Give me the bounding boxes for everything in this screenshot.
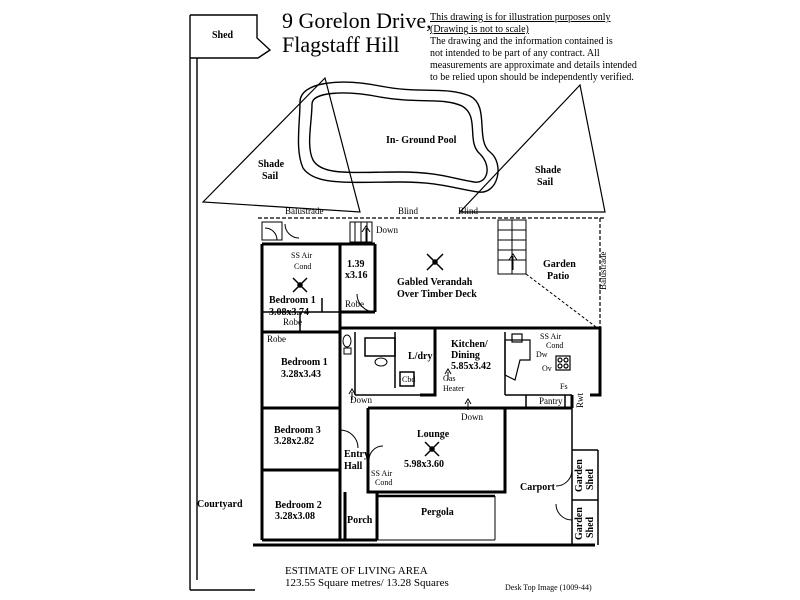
disclaimer-line-1: This drawing is for illustration purpose… (430, 12, 611, 23)
bedroom2-size: 3.28x3.08 (275, 511, 315, 522)
shade-sail-left-label-2: Sail (262, 171, 279, 182)
disclaimer-line-2: (Drawing is not to scale) (430, 24, 529, 35)
kitchen-name: Kitchen/ (451, 339, 488, 350)
balustrade-side-label: Balustrade (598, 251, 608, 291)
garden-stairs (497, 219, 527, 275)
title-line-2: Flagstaff Hill (282, 32, 400, 57)
shade-sail-right-label-2: Sail (537, 177, 554, 188)
kitchen-aircon-label-2: Cond (546, 341, 564, 350)
master-aircon-label-1: SS Air (291, 251, 313, 260)
fridge-space-label: Fs (560, 382, 568, 391)
oven-label: Ov (542, 364, 552, 373)
disclaimer-line-5: measurements are approximate and details… (430, 60, 637, 71)
title-line-1: 9 Gorelon Drive, (282, 8, 432, 33)
bedroom1-top-name: Bedroom 1 (269, 295, 316, 306)
lounge-aircon-label-2: Cond (375, 478, 393, 487)
living-area-value: 123.55 Square metres/ 13.28 Squares (285, 577, 449, 589)
gas-heater-label-1: Gas (443, 374, 456, 383)
bedroom3-name: Bedroom 3 (274, 425, 321, 436)
kitchen-size: 5.85x3.42 (451, 361, 491, 372)
shed-label: Shed (212, 30, 234, 41)
robe-1-label: Robe (345, 299, 364, 309)
rwt-label: Rwt (575, 392, 585, 408)
blind-label-2: Blind (458, 206, 479, 216)
lounge-name: Lounge (417, 429, 450, 440)
balustrade-top-label: Balustrade (285, 206, 324, 216)
garden-patio-label-2: Patio (547, 271, 570, 282)
kitchen-aircon-label-1: SS Air (540, 332, 562, 341)
shed-outline (189, 14, 272, 59)
ldry-label: L/dry (408, 351, 433, 362)
shade-sail-left (201, 76, 361, 213)
shade-sail-right-label-1: Shade (535, 165, 562, 176)
ceiling-fan-verandah (426, 253, 444, 271)
master-aircon-label-2: Cond (294, 262, 312, 271)
courtyard-label: Courtyard (197, 499, 243, 510)
gas-heater-label-2: Heater (443, 384, 465, 393)
garden-shed-2-label-2: Shed (585, 516, 596, 538)
house-walls (253, 242, 602, 547)
cbd-label: Cbd (402, 375, 416, 384)
bedroom1-lower-size: 3.28x3.43 (281, 369, 321, 380)
property-boundary (189, 58, 255, 591)
ceiling-fan-bedroom (292, 277, 308, 293)
garden-shed-1-label-1: Garden (574, 459, 585, 492)
down-top-label: Down (376, 225, 398, 235)
pantry-label: Pantry (539, 396, 563, 406)
dishwasher-label: Dw (536, 350, 548, 359)
carport-label: Carport (520, 482, 555, 493)
lounge-aircon-label-1: SS Air (371, 469, 393, 478)
bedroom3-size: 3.28x2.82 (274, 436, 314, 447)
shade-sail-right (458, 83, 606, 213)
disclaimer-line-3: The drawing and the information containe… (430, 36, 613, 47)
bedroom1-top-size: 3.08x3.74 (269, 307, 309, 318)
pergola-label: Pergola (421, 507, 454, 518)
verandah-label-2: Over Timber Deck (397, 289, 477, 300)
garden-shed-1-label-2: Shed (585, 468, 596, 490)
lounge-size: 5.98x3.60 (404, 459, 444, 470)
disclaimer-line-6: to be relied upon should be independentl… (430, 72, 634, 83)
porch-label: Porch (347, 515, 373, 526)
kitchen-name-2: Dining (451, 350, 480, 361)
entry-hall-label-1: Entry (344, 449, 369, 460)
ceiling-fan-lounge (424, 441, 440, 457)
pool-label: In- Ground Pool (386, 135, 457, 146)
small-room-size: x3.16 (345, 270, 368, 281)
bedroom1-lower-name: Bedroom 1 (281, 357, 328, 368)
blind-label-1: Blind (398, 206, 419, 216)
bedroom2-name: Bedroom 2 (275, 500, 322, 511)
image-reference: Desk Top Image (1009-44) (505, 583, 592, 592)
pool-outline (297, 81, 499, 193)
garden-shed-2-label-1: Garden (574, 507, 585, 540)
garden-patio-label-1: Garden (543, 259, 576, 270)
down-hall-label: Down (350, 395, 372, 405)
verandah-label-1: Gabled Verandah (397, 277, 473, 288)
disclaimer-line-4: not intended to be part of any contract.… (430, 48, 600, 59)
down-lounge-label: Down (461, 412, 483, 422)
small-room-name: 1.39 (347, 259, 365, 270)
shade-sail-left-label-1: Shade (258, 159, 285, 170)
entry-hall-label-2: Hall (344, 461, 363, 472)
robe-3-label: Robe (267, 334, 286, 344)
living-area-heading: ESTIMATE OF LIVING AREA (285, 565, 428, 577)
robe-2-label: Robe (283, 317, 302, 327)
